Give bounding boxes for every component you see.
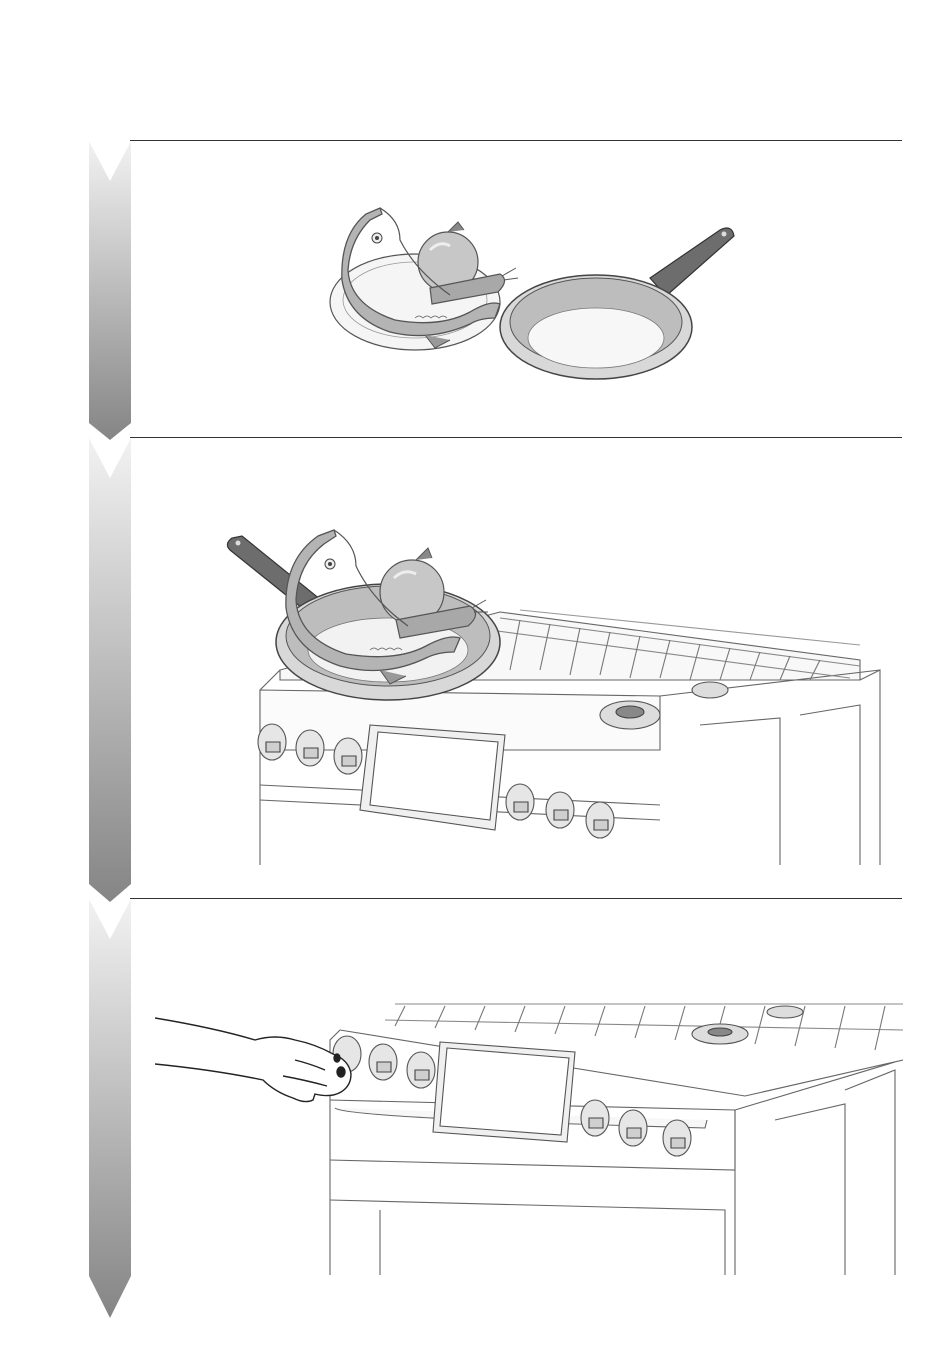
step-2-arrow-icon: [89, 438, 131, 902]
step-1-divider: [130, 140, 902, 141]
step-3-arrow-icon: [89, 899, 131, 1318]
step-1-illustration: [320, 200, 750, 390]
step-progress-rail: [0, 0, 140, 1364]
control-panel: [333, 1036, 691, 1156]
step-2-illustration: [220, 520, 900, 870]
step-3-divider: [130, 898, 902, 899]
step-1-arrow-icon: [89, 141, 131, 440]
hand-icon: [155, 1018, 351, 1102]
frying-pan-icon: [500, 228, 734, 379]
gas-range-icon: [330, 1004, 903, 1275]
step-2-divider: [130, 437, 902, 438]
step-3-illustration: [155, 1000, 903, 1275]
